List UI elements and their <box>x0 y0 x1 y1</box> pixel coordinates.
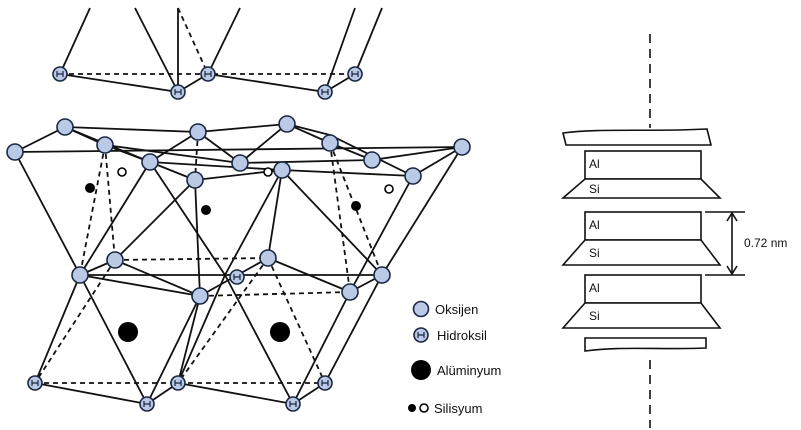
legend-label-oxygen: Oksijen <box>435 302 478 317</box>
hydroxyl-h-icon <box>417 332 425 338</box>
legend-label-hydroxyl: Hidroksil <box>437 328 487 343</box>
al-sheet-3 <box>584 274 702 304</box>
layer-3 <box>561 274 722 329</box>
layer-stack-diagram <box>560 34 745 428</box>
legend-item-oxygen: Oksijen <box>412 300 478 318</box>
legend-label-aluminium: Alüminyum <box>437 363 501 378</box>
hydroxyl-atoms <box>27 66 363 412</box>
si-sheet-3 <box>561 302 722 329</box>
si-label-1: Si <box>589 182 600 196</box>
top-rough-boundary <box>562 128 713 146</box>
silicon-filled-icon <box>408 404 416 412</box>
silicon-open-atoms <box>117 167 394 194</box>
aluminium-icon <box>411 360 431 380</box>
hydroxyl-h-marks <box>31 71 359 407</box>
layer-1 <box>560 150 722 199</box>
al-label-2: Al <box>589 218 600 232</box>
legend-item-aluminium: Alüminyum <box>411 360 501 380</box>
si-sheet-1 <box>560 178 722 199</box>
al-label-3: Al <box>589 281 600 295</box>
spacing-label: 0.72 nm <box>744 236 787 250</box>
spacing-dimension <box>705 211 745 276</box>
silicon-open-icon <box>419 403 429 413</box>
legend-item-hydroxyl: Hidroksil <box>413 327 487 343</box>
legend: Oksijen Hidroksil Alüminyum Silisyum <box>408 300 501 416</box>
oxygen-icon <box>412 300 430 318</box>
si-sheet-2 <box>561 239 722 266</box>
metal-atoms <box>85 183 361 342</box>
crystal-structure-diagram <box>6 7 471 412</box>
bottom-rough-boundary <box>584 337 707 352</box>
al-sheet-1 <box>584 150 702 180</box>
si-label-2: Si <box>589 246 600 260</box>
stack-labels: Al Si Al Si Al Si 0.72 nm <box>589 157 787 323</box>
si-label-3: Si <box>589 309 600 323</box>
oxygen-atoms <box>6 115 471 305</box>
layer-2 <box>561 211 722 266</box>
legend-label-silicon: Silisyum <box>434 401 482 416</box>
top-partial-layer <box>59 7 383 93</box>
al-sheet-2 <box>584 211 702 241</box>
octahedral-framework <box>14 131 463 297</box>
legend-item-silicon: Silisyum <box>408 401 482 416</box>
al-label-1: Al <box>589 157 600 171</box>
